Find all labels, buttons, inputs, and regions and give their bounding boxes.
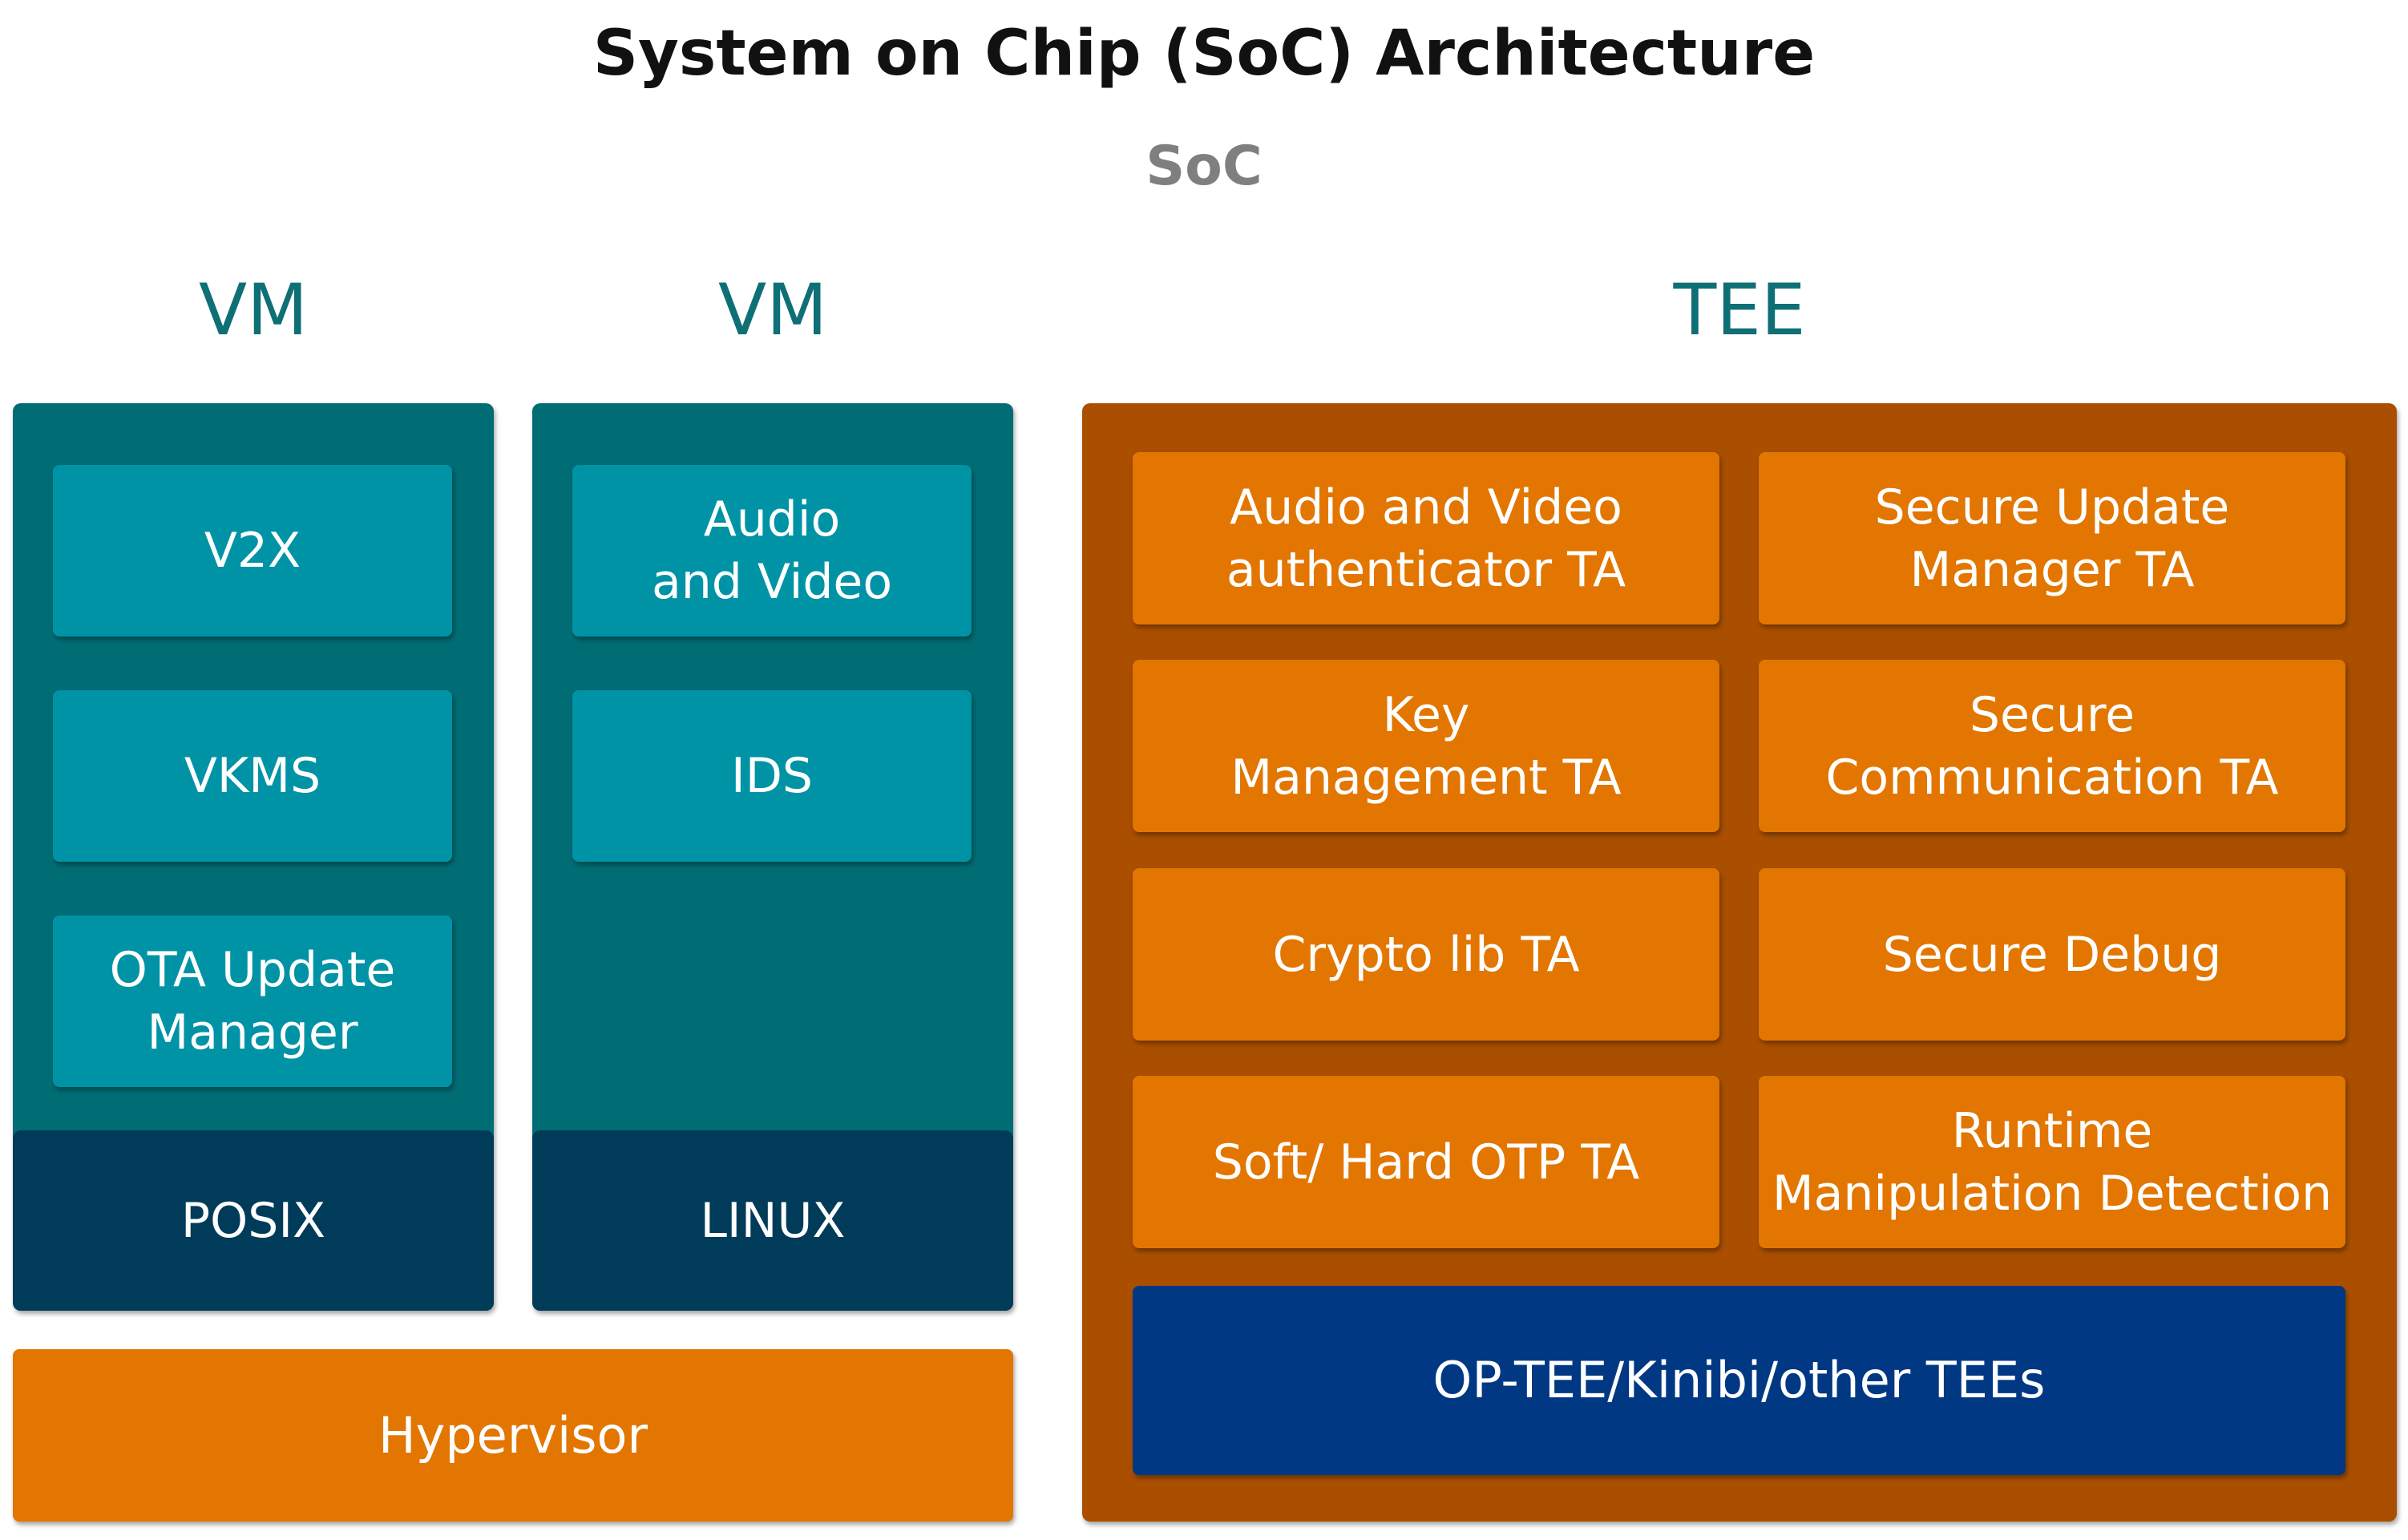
ta-secure-update-manager: Secure Update Manager TA (1759, 452, 2345, 624)
vm2-os-linux: LINUX (532, 1130, 1013, 1311)
vm2-heading: VM (717, 269, 828, 351)
tee-os-bar: OP-TEE/Kinibi/other TEEs (1133, 1286, 2345, 1475)
vm1-component-ota-update-manager: OTA Update Manager (53, 916, 452, 1087)
vm1-panel: V2X VKMS OTA Update Manager POSIX (13, 403, 494, 1311)
ta-crypto-lib: Crypto lib TA (1133, 868, 1719, 1041)
ta-key-management: Key Management TA (1133, 660, 1719, 832)
vm1-component-v2x: V2X (53, 465, 452, 637)
hypervisor-bar: Hypervisor (13, 1349, 1013, 1522)
tee-panel: Audio and Video authenticator TA Secure … (1082, 403, 2397, 1522)
tee-heading: TEE (1673, 269, 1806, 351)
vm1-component-vkms: VKMS (53, 690, 452, 862)
diagram-title: System on Chip (SoC) Architecture (592, 18, 1816, 90)
soc-label: SoC (1145, 135, 1263, 198)
vm1-heading: VM (198, 269, 309, 351)
vm2-component-ids: IDS (572, 690, 972, 862)
vm2-panel: Audio and Video IDS LINUX (532, 403, 1013, 1311)
vm2-component-audio-video: Audio and Video (572, 465, 972, 637)
ta-runtime-manipulation-detection: Runtime Manipulation Detection (1759, 1076, 2345, 1248)
ta-secure-communication: Secure Communication TA (1759, 660, 2345, 832)
ta-audio-video-authenticator: Audio and Video authenticator TA (1133, 452, 1719, 624)
ta-soft-hard-otp: Soft/ Hard OTP TA (1133, 1076, 1719, 1248)
ta-secure-debug: Secure Debug (1759, 868, 2345, 1041)
vm1-os-posix: POSIX (13, 1130, 494, 1311)
